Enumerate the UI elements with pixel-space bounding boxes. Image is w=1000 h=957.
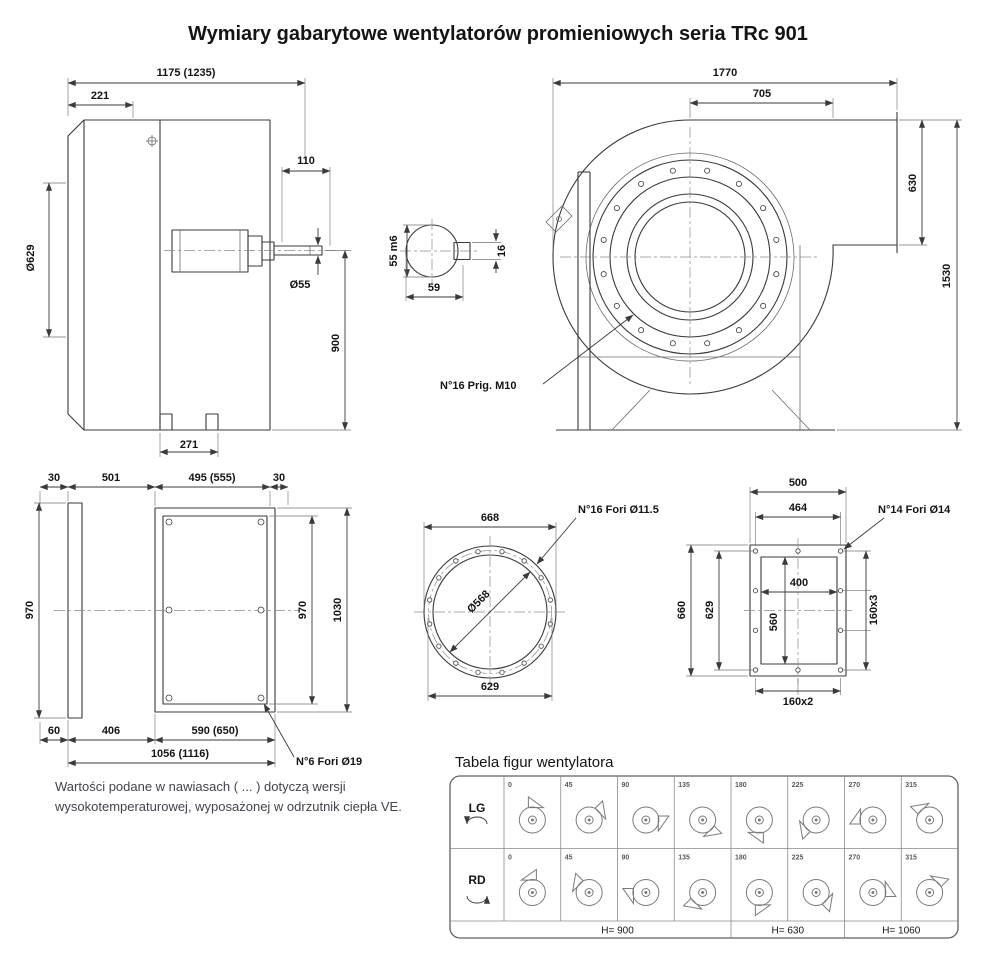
- row-label-lg: LG: [469, 801, 486, 815]
- cell-angle-label: 225: [792, 855, 804, 862]
- dim-total-height: 1530: [941, 264, 953, 288]
- dim-base-top-1: 501: [102, 472, 120, 484]
- lifting-lug: [545, 205, 573, 233]
- fan-figure-glyph: [745, 806, 773, 844]
- dim-base-inner-height: 970: [297, 601, 309, 619]
- label-inlet-flange-holes: N°16 Fori Ø11.5: [578, 504, 659, 516]
- cell-angle-label: 135: [678, 855, 690, 862]
- figure-table-title: Tabela figur wentylatora: [455, 754, 614, 771]
- cell-angle-label: 180: [735, 782, 747, 789]
- dim-base-left-height: 970: [24, 601, 36, 619]
- fan-figure-glyph: [518, 796, 546, 834]
- label-inlet-holes: N°16 Prig. M10: [440, 380, 517, 392]
- dim-outlet-offset: 705: [753, 88, 771, 100]
- front-view: 1770 705 630 1530 N°16 Prig. M10: [440, 67, 962, 431]
- fan-figure-glyph: [745, 879, 773, 917]
- fan-figure-glyph: [571, 872, 603, 906]
- parenthesis-note: Wartości podane w nawiasach ( ... ) doty…: [54, 779, 402, 814]
- dim-inlet-offset: 221: [91, 90, 109, 102]
- motor-body: [171, 229, 249, 273]
- dim-inlet-inner-dia: Ø568: [465, 588, 493, 616]
- dim-outlet-outer-width: 500: [789, 477, 807, 489]
- dim-outlet-pitch-h: 160x2: [783, 696, 814, 708]
- fan-figure-glyph: [802, 879, 834, 913]
- dim-shaft-dia: Ø55: [290, 279, 311, 291]
- dim-outlet-inner-width: 400: [790, 577, 808, 589]
- note-line-2: wysokotemperaturowej, wyposażonej w odrz…: [54, 799, 402, 814]
- height-group-900: H= 900: [601, 926, 634, 937]
- cell-angle-label: 90: [622, 782, 630, 789]
- fan-figure-glyph: [798, 806, 830, 841]
- dim-outlet-outer-height: 660: [676, 601, 688, 619]
- label-outlet-flange-holes: N°14 Fori Ø14: [878, 504, 951, 516]
- dim-foot-spacing: 271: [180, 439, 198, 451]
- dim-shaft-ext: 110: [297, 155, 315, 167]
- dim-outlet-inner-height: 560: [768, 613, 780, 631]
- cell-angle-label: 0: [508, 855, 512, 862]
- fan-figure-glyph: [909, 802, 944, 834]
- inlet-flange-holes: [427, 549, 553, 675]
- row-label-rd: RD: [468, 873, 486, 887]
- dim-shaft-dia-tol: 55 m6: [388, 235, 400, 266]
- dim-outlet-bolt-width: 464: [789, 502, 808, 514]
- dim-outlet-height: 630: [907, 174, 919, 192]
- cell-angle-label: 270: [849, 855, 861, 862]
- dim-outlet-bolt-height: 629: [704, 601, 716, 619]
- dim-base-bottom-2: 590 (650): [191, 725, 238, 737]
- dim-base-bottom-0: 60: [48, 725, 60, 737]
- fan-figure-glyph: [916, 875, 950, 906]
- dim-total-width: 1770: [713, 67, 737, 79]
- dim-inlet-bolt-circle: 629: [481, 681, 499, 693]
- fan-figure-glyph: [632, 806, 670, 834]
- cell-angle-label: 180: [735, 855, 747, 862]
- cell-angle-label: 135: [678, 782, 690, 789]
- fan-figure-glyph: [621, 879, 660, 906]
- dim-key-width: 16: [496, 245, 508, 257]
- cell-angle-label: 45: [565, 855, 573, 862]
- figure-table-cells: 0 0 45 45 90 90 135 135 180 180 225 225 270 270 315 315: [508, 776, 950, 921]
- dim-base-bottom-1: 406: [102, 725, 120, 737]
- cell-angle-label: 315: [905, 855, 917, 862]
- cell-angle-label: 45: [565, 782, 573, 789]
- height-group-1060: H= 1060: [882, 926, 921, 937]
- fan-figure-glyph: [518, 868, 546, 906]
- cell-angle-label: 90: [622, 855, 630, 862]
- dim-base-top-0: 30: [48, 472, 60, 484]
- dim-base-outer-height: 1030: [332, 598, 344, 622]
- dim-base-bottom-total: 1056 (1116): [151, 748, 209, 760]
- fan-figure-glyph: [575, 799, 607, 834]
- cell-angle-label: 315: [905, 782, 917, 789]
- outlet-flange-holes: [752, 548, 844, 673]
- fan-figure-glyph: [859, 879, 897, 906]
- fan-figure-glyph: [848, 806, 887, 834]
- base-bolt-holes: [165, 518, 265, 702]
- cell-angle-label: 0: [508, 782, 512, 789]
- side-view: 1175 (1235) 221 110 Ø55 Ø629 900 271: [25, 67, 351, 457]
- dim-outlet-pitch-v: 160x3: [868, 595, 880, 626]
- dim-inlet-outer-dia: 668: [481, 512, 499, 524]
- dim-base-top-2: 495 (555): [188, 472, 235, 484]
- outlet-flange-view: 500 464 400 560 660 629 160x3 160x2 N°14…: [676, 477, 951, 708]
- lg-rotation-arrow-icon: [463, 816, 488, 825]
- inlet-flange-view: 668 Ø568 629 N°16 Fori Ø11.5: [414, 504, 659, 701]
- page-title: Wymiary gabarytowe wentylatorów promieni…: [188, 23, 808, 45]
- inlet-bolt-holes: [600, 167, 780, 347]
- dim-shaft-width: 59: [428, 282, 440, 294]
- dim-base-top-3: 30: [273, 472, 285, 484]
- base-plan-view: 30 501 495 (555) 30 970 970 1030 60 406 …: [24, 472, 362, 768]
- shaft-detail-view: 55 m6 16 59: [388, 219, 508, 301]
- dim-axis-height: 900: [330, 334, 342, 352]
- cell-angle-label: 270: [849, 782, 861, 789]
- fan-figure-glyph: [682, 879, 717, 910]
- rd-rotation-arrow-icon: [466, 895, 491, 904]
- fan-figure-glyph: [689, 806, 723, 838]
- cell-angle-label: 225: [792, 782, 804, 789]
- dim-inlet-dia: Ø629: [25, 245, 37, 272]
- label-base-holes: N°6 Fori Ø19: [296, 756, 362, 768]
- figure-table: Tabela figur wentylatora LG RD 0 0 45 45 90 9…: [449, 754, 959, 939]
- note-line-1: Wartości podane w nawiasach ( ... ) doty…: [55, 779, 346, 794]
- dim-total-length: 1175 (1235): [157, 67, 216, 79]
- height-group-630: H= 630: [771, 926, 804, 937]
